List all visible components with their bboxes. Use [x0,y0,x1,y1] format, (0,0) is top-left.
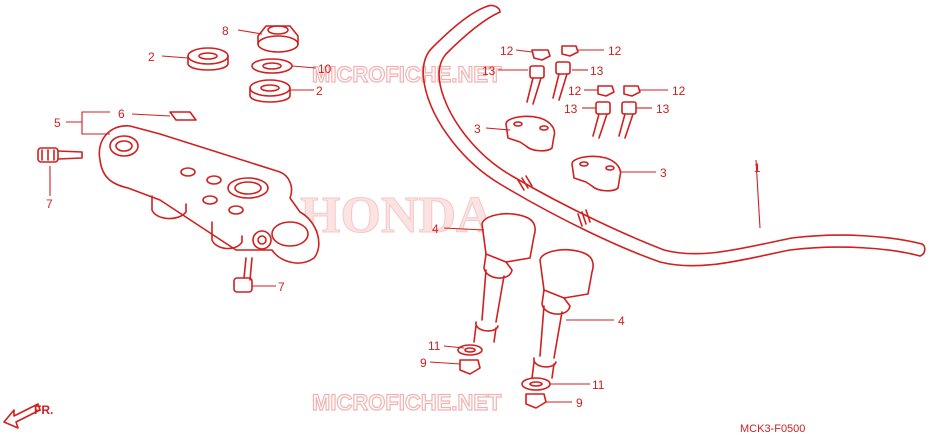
bolt-cap-2 [561,45,579,57]
callout-12-a: 12 [500,44,514,58]
callout-13-c: 13 [564,102,578,116]
handlebar-upper-holder-b [571,155,622,192]
pinch-bolt-lower [233,257,253,293]
callout-9-upper: 9 [420,356,427,370]
callout-2-upper: 2 [148,50,155,64]
callout-12-c: 12 [568,84,582,98]
callout-4-a: 4 [432,222,439,236]
callout-8: 8 [222,24,229,38]
diagram-code: MCK3-F0500 [740,423,805,435]
handlebar-lower-holder-a [473,212,536,343]
rubber-pad [169,111,197,121]
bearing-upper [187,47,229,71]
handlebar-upper-holder-a [505,115,556,152]
nut-9-upper [459,359,481,375]
handlebar-lower-holder-b [531,248,594,379]
holder-bolt-1 [526,65,545,105]
callout-5: 5 [54,116,61,130]
callout-7-lower: 7 [278,280,285,294]
callout-10: 10 [318,62,332,76]
stem-washer [251,58,293,74]
callout-3-a: 3 [474,122,481,136]
callout-9-lower: 9 [576,396,583,410]
callout-12-b: 12 [608,44,622,58]
direction-label: FR. [34,403,53,417]
bearing-lower [249,79,291,103]
watermark-site-bottom: MICROFICHE.NET [312,390,502,415]
callout-6: 6 [118,107,125,121]
holder-bolt-3 [592,101,611,139]
holder-bolt-4 [618,101,637,139]
callout-11-upper: 11 [428,339,441,353]
callout-13-b: 13 [590,64,604,78]
callout-7-left: 7 [46,197,53,211]
washer-11-lower [521,377,551,391]
bolt-cap-4 [623,85,641,97]
bolt-cap-3 [597,85,615,97]
front-direction-arrow: FR. [3,403,53,429]
callout-3-b: 3 [660,166,667,180]
holder-bolt-2 [552,61,571,101]
callout-11-lower: 11 [592,378,605,392]
watermark-honda: HONDA [300,187,494,244]
stem-nut [257,25,299,53]
top-bridge [98,125,320,264]
callout-13-d: 13 [656,102,670,116]
washer-11-upper [457,344,483,356]
callout-4-b: 4 [618,314,625,328]
callout-labels: 2 8 10 2 6 5 7 7 1 3 3 4 4 11 9 11 9 12 … [46,24,761,410]
callout-13-a: 13 [482,64,496,78]
watermark-site-top: MICROFICHE.NET [312,62,502,87]
callout-12-d: 12 [672,84,686,98]
nut-9-lower [525,393,547,409]
bolt-cap-1 [531,49,551,61]
leader-lines [49,29,761,403]
pinch-bolt-left [37,147,83,163]
callout-2-lower: 2 [316,84,323,98]
handlebar [422,4,926,267]
callout-1: 1 [754,161,761,175]
